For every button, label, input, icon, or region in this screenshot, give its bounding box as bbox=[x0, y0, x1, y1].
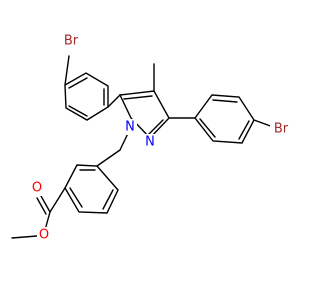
atom-label-br-top: Br bbox=[64, 34, 79, 49]
atom-label-br-right: Br bbox=[274, 122, 289, 137]
pyrazole-double-c4c5 bbox=[123, 95, 153, 100]
molecule-structure: Br Br N N O O bbox=[11, 33, 292, 243]
label-bg-br-right bbox=[270, 121, 292, 137]
ring-top-double-bonds bbox=[68, 77, 105, 117]
molecule-svg: Br Br N N O O bbox=[11, 33, 292, 243]
atom-label-o-carbonyl: O bbox=[32, 181, 42, 196]
bond-c-br-top bbox=[64, 55, 70, 86]
bond-c-o-double-b bbox=[36, 197, 47, 215]
label-bg-n1 bbox=[123, 119, 137, 135]
bond-ring-carbonyl-c bbox=[49, 187, 66, 213]
bond-ring-to-c5 bbox=[107, 94, 121, 108]
ring-bromophenyl-right bbox=[194, 94, 255, 144]
ring-benzoate bbox=[64, 164, 119, 214]
label-bg-n2 bbox=[143, 134, 157, 150]
pyrazole-double-cn bbox=[147, 119, 164, 136]
bond-skeleton bbox=[11, 55, 277, 239]
label-backgrounds bbox=[30, 33, 292, 243]
atom-label-n2: N bbox=[145, 135, 155, 150]
label-bg-o-carbonyl bbox=[30, 180, 44, 196]
atom-label-o-ester: O bbox=[39, 228, 49, 243]
atom-labels: Br Br N N O O bbox=[32, 34, 289, 243]
ring-bromophenyl-top bbox=[64, 72, 109, 121]
bond-o-methyl bbox=[11, 235, 38, 239]
bond-c-o-double-a bbox=[40, 195, 51, 213]
label-bg-o-ester bbox=[37, 227, 51, 243]
label-bg-br-top bbox=[60, 33, 82, 49]
ring-benzoate-double-bonds bbox=[69, 169, 114, 210]
ring-right-double-bonds bbox=[199, 99, 250, 140]
bond-ch2-ring bbox=[96, 149, 121, 167]
atom-label-n1: N bbox=[125, 120, 135, 135]
pyrazole-ring bbox=[118, 90, 170, 140]
